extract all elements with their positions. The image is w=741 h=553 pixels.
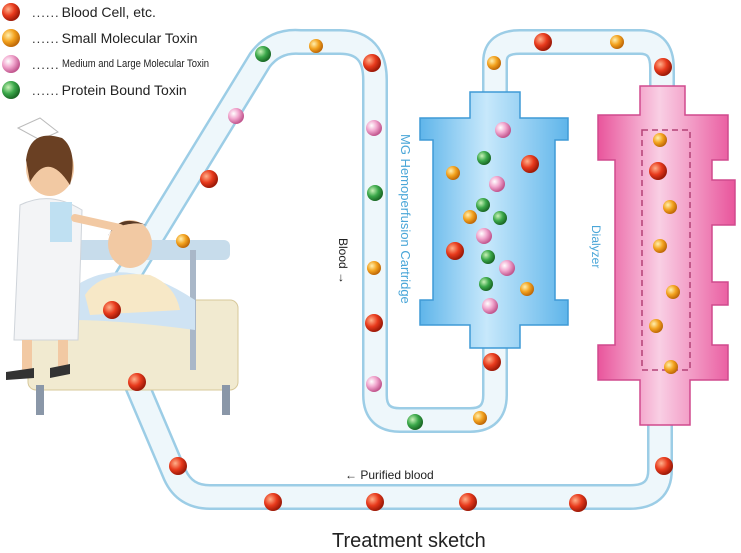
protein-bound-toxin-particle <box>407 414 423 430</box>
medium-large-toxin-particle <box>495 122 511 138</box>
legend-marker-medium-large-toxin <box>2 55 20 73</box>
small-toxin-particle <box>176 234 190 248</box>
small-toxin-particle <box>520 282 534 296</box>
cartridge-label: MG Hemoperfusion Cartridge <box>398 134 413 304</box>
small-toxin-particle <box>367 261 381 275</box>
legend-dots: ...... <box>32 82 60 98</box>
medium-large-toxin-particle <box>489 176 505 192</box>
protein-bound-toxin-particle <box>479 277 493 291</box>
small-toxin-particle <box>653 133 667 147</box>
small-toxin-particle <box>463 210 477 224</box>
dialyzer <box>597 85 736 426</box>
legend-label-blood-cell: Blood Cell, etc. <box>61 4 156 20</box>
legend-marker-blood-cell <box>2 3 20 21</box>
blood-cell-particle <box>483 353 501 371</box>
protein-bound-toxin-particle <box>493 211 507 225</box>
small-toxin-particle <box>653 239 667 253</box>
particles <box>103 33 680 512</box>
medium-large-toxin-particle <box>482 298 498 314</box>
dialyzer-label: Dialyzer <box>589 225 603 269</box>
small-toxin-particle <box>666 285 680 299</box>
blood-cell-particle <box>200 170 218 188</box>
small-toxin-particle <box>487 56 501 70</box>
legend-item-medium-large-toxin: ...... Medium and Large Molecular Toxin <box>26 52 233 76</box>
blood-cell-particle <box>365 314 383 332</box>
blood-cell-particle <box>128 373 146 391</box>
blood-cell-particle <box>649 162 667 180</box>
legend-dots: ...... <box>32 4 60 20</box>
legend-dots: ...... <box>32 56 60 72</box>
blood-cell-particle <box>654 58 672 76</box>
legend-label-medium-large-toxin: Medium and Large Molecular Toxin <box>61 58 209 70</box>
protein-bound-toxin-particle <box>255 46 271 62</box>
blood-cell-particle <box>264 493 282 511</box>
tubing <box>92 28 675 510</box>
blood-cell-particle <box>366 493 384 511</box>
legend <box>2 3 20 99</box>
protein-bound-toxin-particle <box>476 198 490 212</box>
small-toxin-particle <box>473 411 487 425</box>
legend-marker-small-toxin <box>2 29 20 47</box>
blood-flow-label: Blood → <box>336 238 350 285</box>
small-toxin-particle <box>663 200 677 214</box>
medium-large-toxin-particle <box>228 108 244 124</box>
blood-cell-particle <box>363 54 381 72</box>
medium-large-toxin-particle <box>499 260 515 276</box>
protein-bound-toxin-particle <box>481 250 495 264</box>
nurse-illustration <box>6 117 124 380</box>
small-toxin-particle <box>610 35 624 49</box>
legend-label-protein-bound-toxin: Protein Bound Toxin <box>61 82 187 98</box>
blood-cell-particle <box>655 457 673 475</box>
small-toxin-particle <box>446 166 460 180</box>
protein-bound-toxin-particle <box>477 151 491 165</box>
blood-cell-particle <box>534 33 552 51</box>
legend-label-small-toxin: Small Molecular Toxin <box>61 30 198 46</box>
blood-cell-particle <box>169 457 187 475</box>
purified-blood-label: ← Purified blood <box>345 468 434 482</box>
small-toxin-particle <box>309 39 323 53</box>
medium-large-toxin-particle <box>366 376 382 392</box>
caption: Treatment sketch <box>332 530 486 552</box>
blood-cell-particle <box>103 301 121 319</box>
blood-cell-particle <box>459 493 477 511</box>
blood-cell-particle <box>569 494 587 512</box>
blood-cell-particle <box>446 242 464 260</box>
legend-item-protein-bound-toxin: ...... Protein Bound Toxin <box>26 78 187 102</box>
legend-marker-protein-bound-toxin <box>2 81 20 99</box>
blood-cell-particle <box>521 155 539 173</box>
legend-item-small-toxin: ...... Small Molecular Toxin <box>26 26 198 50</box>
medium-large-toxin-particle <box>476 228 492 244</box>
small-toxin-particle <box>664 360 678 374</box>
protein-bound-toxin-particle <box>367 185 383 201</box>
medium-large-toxin-particle <box>366 120 382 136</box>
legend-dots: ...... <box>32 30 60 46</box>
small-toxin-particle <box>649 319 663 333</box>
legend-item-blood-cell: ...... Blood Cell, etc. <box>26 0 156 24</box>
